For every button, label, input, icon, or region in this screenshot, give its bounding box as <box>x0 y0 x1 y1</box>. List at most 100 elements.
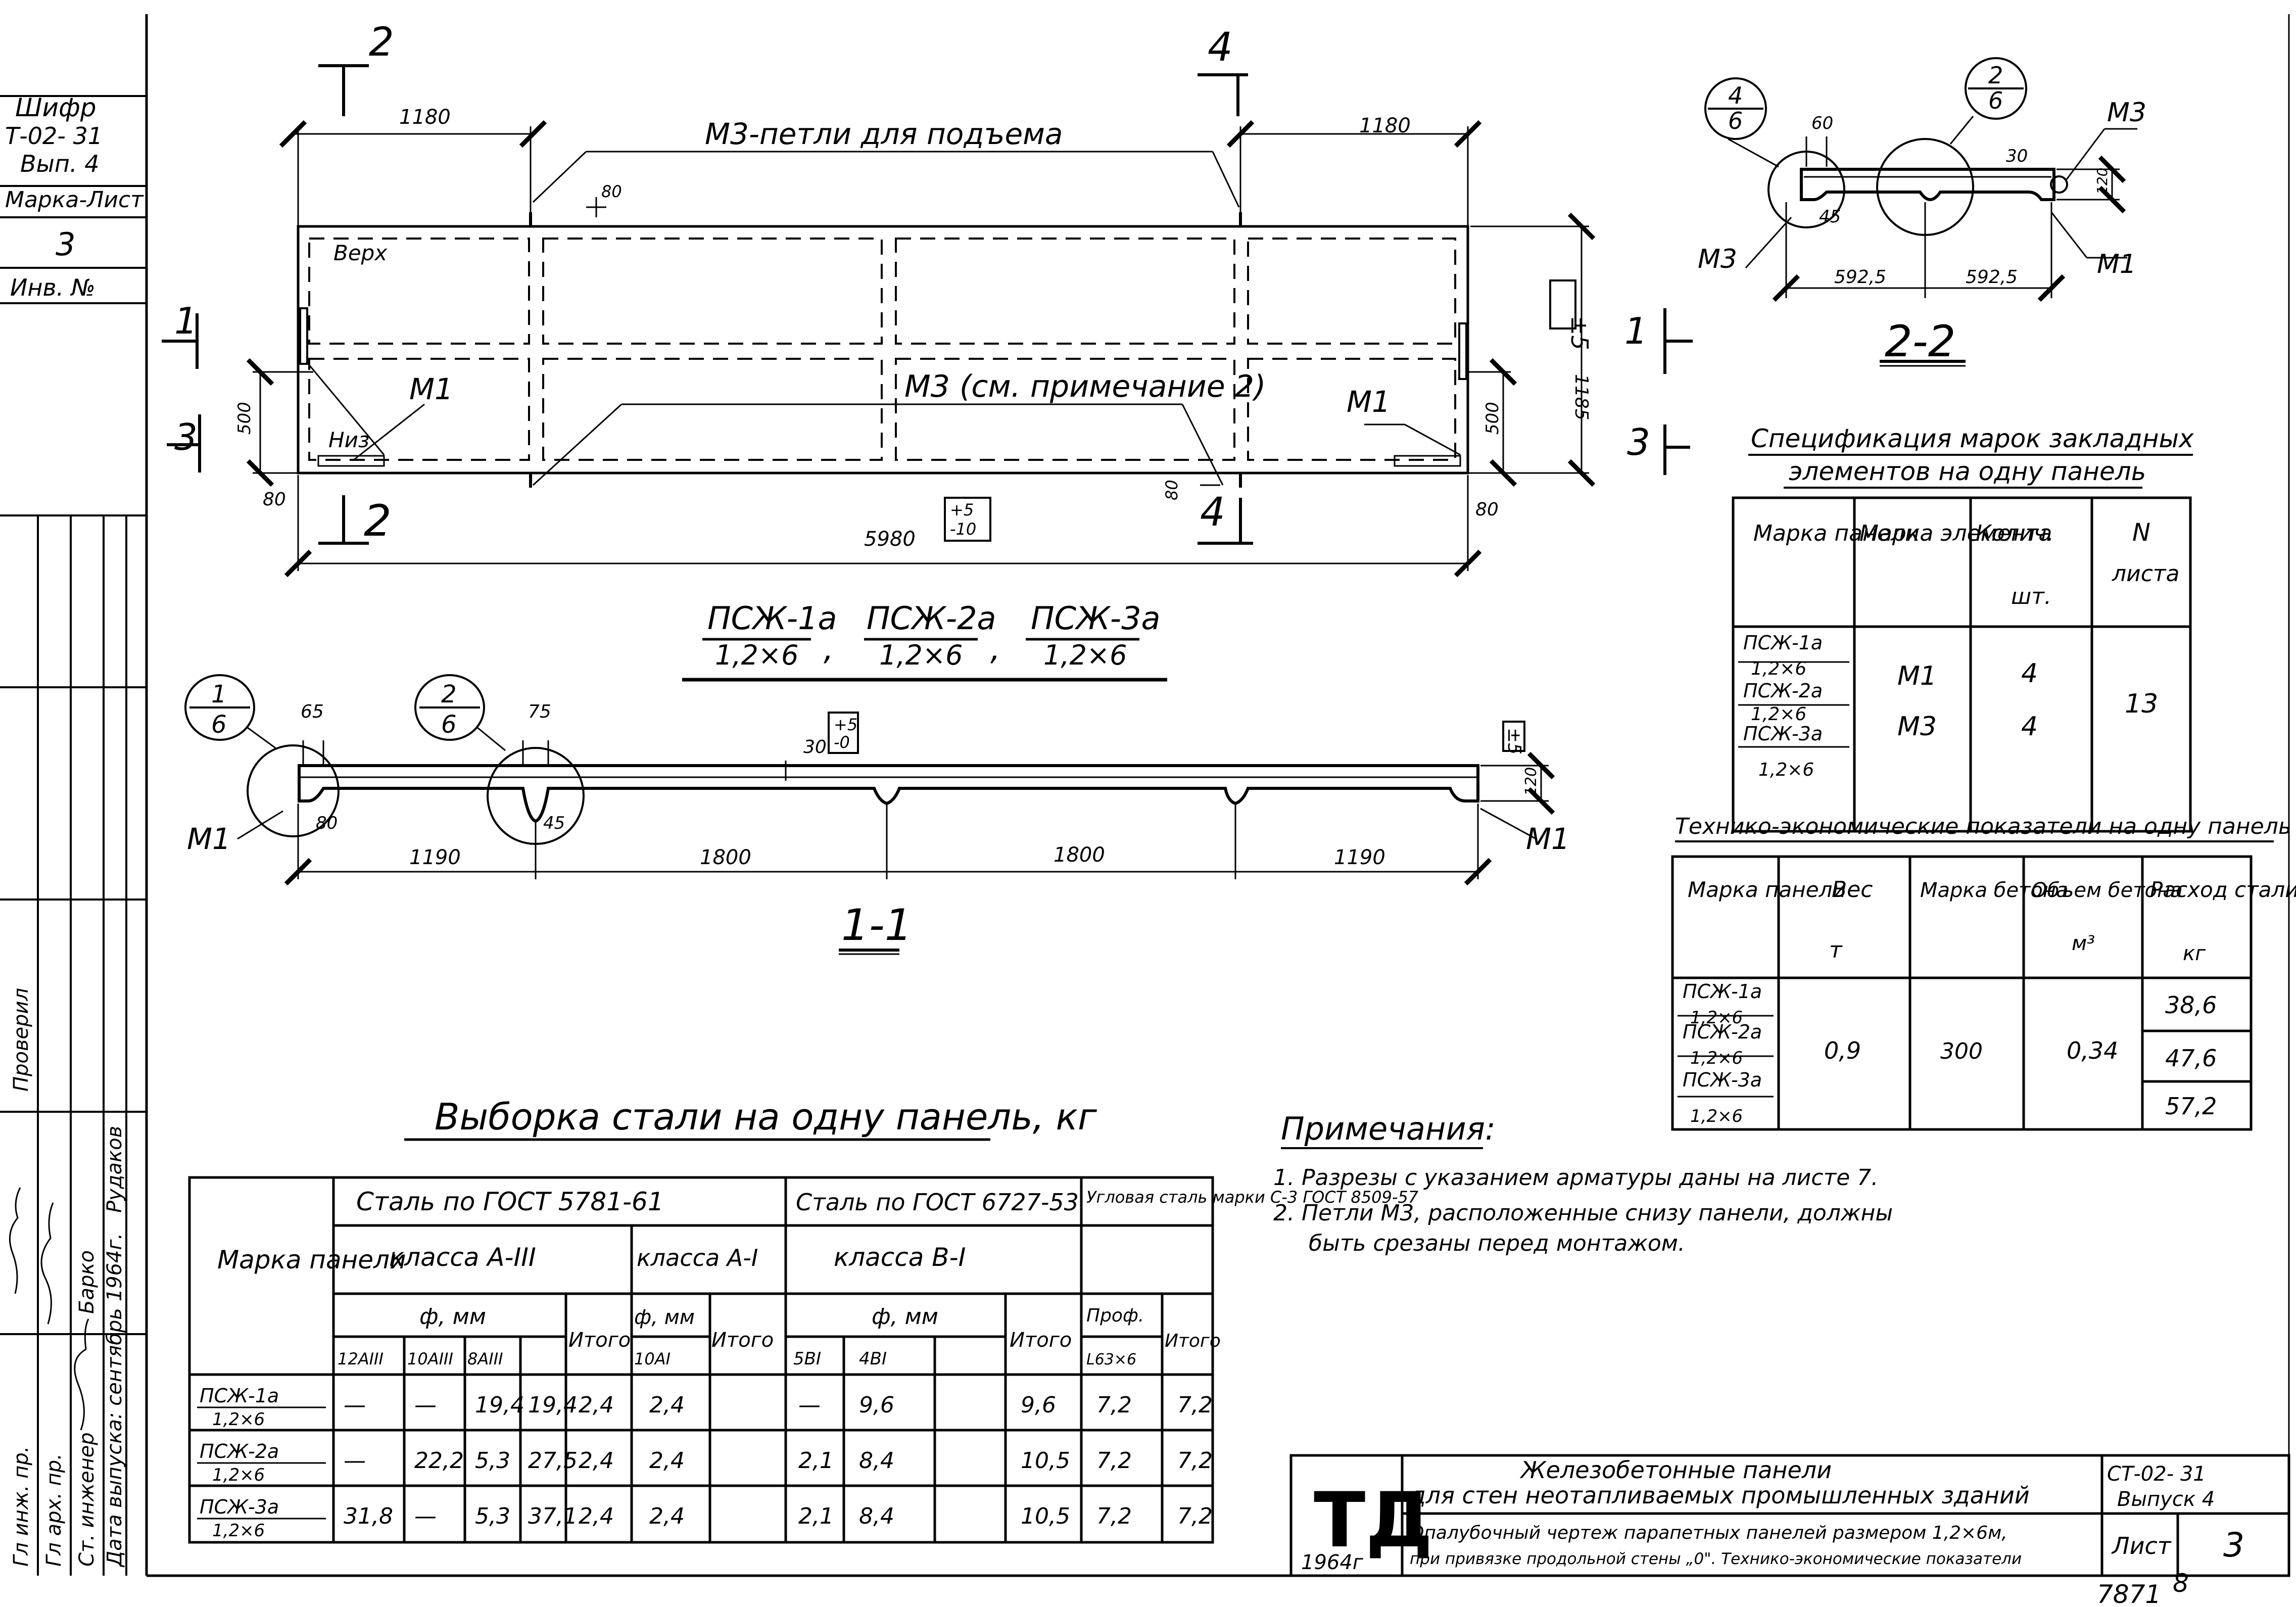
dim-80-top: 80 <box>601 182 622 201</box>
steel-row-mark: ПСЖ-3а <box>200 1496 279 1518</box>
tep-h-ves-unit: т <box>1829 937 1843 963</box>
section-1-right-label: 1 <box>1624 310 1648 352</box>
steel-cell: 2,4 <box>649 1503 685 1529</box>
steel-row-size: 1,2×6 <box>212 1409 265 1430</box>
section-4-bot-label: 4 <box>1200 490 1225 535</box>
section-4-top-label: 4 <box>1208 25 1233 70</box>
steel-cell: — <box>414 1392 437 1418</box>
stamp-num: 3 <box>2223 1526 2244 1565</box>
panel-marks-title: ПСЖ-1а 1,2×6 , ПСЖ-2а 1,2×6 , ПСЖ-3а 1,2… <box>682 600 1167 682</box>
steel-cell: 7,2 <box>1177 1448 1213 1474</box>
section-1-1 <box>184 674 1555 955</box>
verh-label: Верх <box>333 241 388 265</box>
steel-cell: 27,5 <box>528 1448 578 1474</box>
callout-2-num: 2 <box>441 680 457 708</box>
callout-1-den: 6 <box>211 711 227 739</box>
stamp-list: Лист <box>2111 1532 2172 1559</box>
callout-2-den: 6 <box>441 711 457 739</box>
steel-cell: 5,3 <box>475 1503 510 1529</box>
tep-h-beton: Марка бетона <box>1920 879 2069 902</box>
steel-cell: 2,1 <box>798 1503 834 1529</box>
steel-cell: 2,4 <box>579 1503 614 1529</box>
steel-cell: 5,3 <box>475 1448 510 1474</box>
steel-h-cls-a1: класса А-I <box>637 1244 758 1271</box>
stamp-line-1: Железобетонные панели <box>1519 1456 1832 1484</box>
spec-table: Спецификация марок закладных элементов н… <box>1732 424 2194 833</box>
callout-1-num: 1 <box>211 680 227 708</box>
steel-cell: 2,4 <box>649 1392 685 1418</box>
note-1: 1. Разрезы с указанием арматуры даны на … <box>1273 1165 1878 1191</box>
tep-beton: 300 <box>1940 1038 1983 1064</box>
spec-h-marka-el: Марка элемента <box>1859 521 2052 546</box>
dim-1185: 1185 <box>1571 374 1592 420</box>
steel-col-5b1: 5ВI <box>793 1349 821 1369</box>
steel-h-phi-a3: ф, мм <box>419 1304 486 1330</box>
spec-h-kol-unit: шт. <box>2011 584 2051 609</box>
stamp-logo: ТД <box>1314 1477 1433 1565</box>
steel-cell: 7,2 <box>1177 1503 1213 1529</box>
spec-row-3-mark: ПСЖ-3а <box>1743 723 1823 745</box>
steel-cell: — <box>344 1392 366 1418</box>
section-3-left-label: 3 <box>174 416 198 458</box>
spec-row-2-size: 1,2×6 <box>1751 704 1806 725</box>
dim-500-left: 500 <box>234 402 255 435</box>
side-marka-list: Марка-Лист <box>5 187 144 213</box>
loops-label: М3-петли для подъема <box>705 117 1063 151</box>
dim-80-bottom-right: 80 <box>1475 499 1499 520</box>
tep-row-1-size: 1,2×6 <box>1690 1008 1743 1028</box>
steel-cell: 7,2 <box>1096 1448 1132 1474</box>
tep-row-1-mark: ПСЖ-1а <box>1683 980 1762 1003</box>
steel-cell: 10,5 <box>1021 1448 1070 1474</box>
panel-elevation <box>162 64 1693 578</box>
section-3-right-label: 3 <box>1627 421 1650 463</box>
dim-120-s11: 120 <box>1522 767 1540 796</box>
steel-cell: — <box>414 1503 437 1529</box>
section-2-top-label: 2 <box>369 20 394 65</box>
spec-row-1-mark: ПСЖ-1а <box>1743 632 1823 654</box>
signature-scribble-3 <box>74 1318 89 1431</box>
section-1-1-label: 1-1 <box>841 900 912 951</box>
signature-scribble-1 <box>9 1187 21 1294</box>
tol-minus-10: -10 <box>950 519 976 539</box>
steel-cell: 7,2 <box>1096 1503 1132 1529</box>
steel-row-size: 1,2×6 <box>212 1521 265 1541</box>
tep-h-marka: Марка панели <box>1688 877 1846 902</box>
steel-h-phi-a1: ф, мм <box>634 1306 695 1329</box>
steel-h-prof: Проф. <box>1086 1305 1144 1326</box>
tep-stal-2: 47,6 <box>2165 1045 2217 1072</box>
spec-el-m3: М3 <box>1897 712 1937 742</box>
steel-row-mark: ПСЖ-1а <box>200 1385 279 1407</box>
tol-5-s11: ±5 <box>1504 728 1524 754</box>
m3-label-s22-right: М3 <box>2107 98 2146 128</box>
steel-cell: 10,5 <box>1021 1503 1070 1529</box>
side-shifr-code: Т-02- 31 <box>5 122 103 150</box>
note-2a: 2. Петли М3, расположенные снизу панели,… <box>1273 1200 1893 1226</box>
title-comma-2: , <box>990 630 1000 667</box>
section-2-bot-label: 2 <box>364 496 392 546</box>
spec-row-2-mark: ПСЖ-2а <box>1743 680 1823 702</box>
side-sig-name-1: Рудаков <box>103 1126 126 1213</box>
tep-obem: 0,34 <box>2067 1037 2118 1064</box>
steel-cell: 2,4 <box>579 1448 614 1474</box>
steel-row-mark: ПСЖ-2а <box>200 1440 279 1462</box>
dim-1800-a: 1800 <box>700 846 751 869</box>
callout-4-den: 6 <box>1728 107 1743 134</box>
stamp-code: СТ-02- 31 <box>2107 1462 2206 1486</box>
steel-h-gost5781: Сталь по ГОСТ 5781-61 <box>356 1187 664 1216</box>
callout-2b-num: 2 <box>1988 62 2003 89</box>
steel-cell: 2,4 <box>579 1392 614 1418</box>
title-size-3: 1,2×6 <box>1043 639 1127 671</box>
steel-cell: 8,4 <box>859 1503 894 1529</box>
dim-65: 65 <box>301 701 324 722</box>
tol-5-right: ±5 <box>1566 316 1593 350</box>
title-comma-1: , <box>824 630 834 667</box>
steel-cell: 19,4 <box>475 1392 524 1418</box>
steel-col-8a3: 8АIII <box>467 1349 503 1368</box>
dim-60-s22: 60 <box>1811 113 1833 133</box>
steel-h-itogo-b1: Итого <box>1010 1329 1072 1352</box>
side-sig-check: Проверил <box>10 988 33 1092</box>
steel-col-10a1: 10АI <box>634 1349 671 1368</box>
stamp-vyp: Выпуск 4 <box>2117 1488 2215 1511</box>
spec-kol-1: 4 <box>2021 658 2038 689</box>
steel-title: Выборка стали на одну панель, кг <box>435 1096 1097 1138</box>
